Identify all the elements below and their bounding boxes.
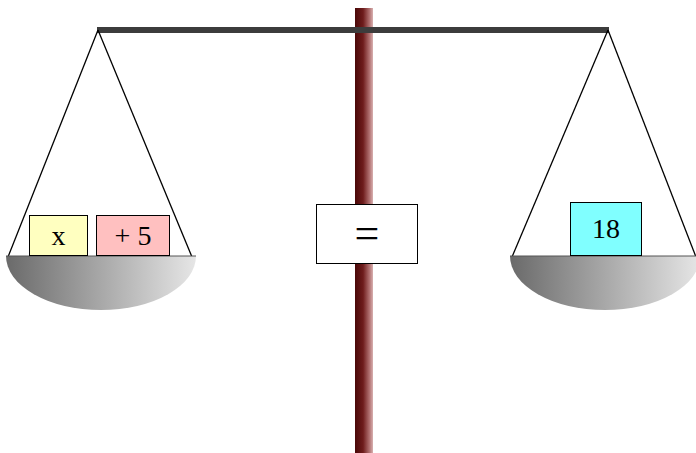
- box-text: x: [52, 222, 66, 250]
- scale-beam: [97, 27, 609, 33]
- right-pan: [510, 256, 696, 310]
- box-text: 18: [592, 215, 620, 243]
- box-text: =: [355, 212, 380, 256]
- variable-box: x: [29, 215, 88, 256]
- box-text: + 5: [115, 222, 152, 250]
- pan-string: [8, 30, 98, 257]
- equals-box: =: [316, 204, 418, 264]
- value-box: 18: [570, 202, 642, 256]
- constant-box: + 5: [96, 215, 170, 256]
- left-pan: [6, 256, 196, 310]
